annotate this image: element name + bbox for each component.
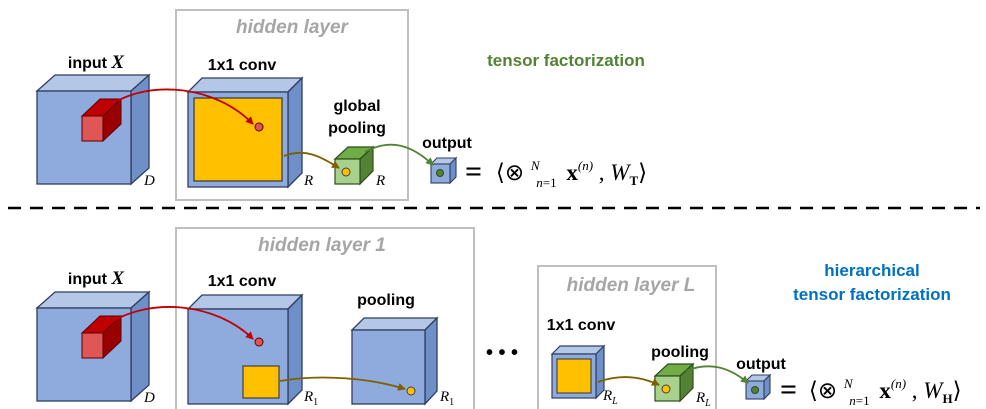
conv-l-label: 1x1 conv — [547, 317, 616, 334]
conv-l-feature-map — [556, 358, 592, 394]
pool-l-point — [661, 384, 671, 394]
input-label: input X — [68, 52, 126, 73]
top-formula: = ⟨⊗ N n=1 x(n) , WT⟩ — [465, 150, 647, 192]
conv-output-point — [254, 122, 264, 132]
pool-l-arrow — [597, 376, 660, 386]
bottom-pool-arrow — [279, 376, 406, 391]
bottom-dim-label-r1-conv: R1 — [303, 389, 318, 408]
pool-label-pooling: pooling — [328, 120, 386, 137]
pool-point — [341, 167, 351, 177]
bottom-pooling-cube — [350, 316, 439, 406]
bottom-pool-label: pooling — [357, 292, 415, 309]
equals-sign: = — [465, 155, 482, 188]
hierarchical-caption-line-2: tensor factorization — [793, 285, 951, 304]
bottom-conv-arrow — [111, 306, 254, 340]
bottom-conv-patch — [242, 365, 280, 399]
pool-arrow — [283, 151, 340, 169]
bottom-formula: = ⟨⊗ N n=1 x(n) , WH⟩ — [780, 368, 962, 409]
layer-ellipsis: • • • — [486, 342, 518, 364]
output-cube — [429, 156, 458, 185]
dim-label-d: D — [143, 173, 155, 189]
bottom-output-point — [751, 386, 759, 394]
hidden-layer-1-box — [175, 227, 475, 409]
bottom-conv-label: 1x1 conv — [208, 273, 277, 290]
bottom-receptive-field-cube — [80, 314, 123, 360]
conv-arrow — [111, 88, 254, 125]
bottom-dim-label-r1-pool: R1 — [439, 389, 454, 408]
input-variable: X — [110, 52, 125, 73]
pool-l-label: pooling — [651, 344, 709, 361]
output-label: output — [422, 135, 472, 152]
dim-label-r-conv: R — [303, 173, 313, 189]
bottom-input-label: input X — [68, 268, 126, 289]
output-point — [436, 169, 444, 177]
top-network: hidden layer input X D 1x1 conv R — [35, 9, 647, 201]
bottom-network: hidden layer 1 input X D 1x1 conv R1 p — [35, 227, 962, 409]
conv-l-cube — [550, 344, 606, 400]
tensor-factorization-caption: tensor factorization — [487, 51, 645, 70]
bottom-input-variable: X — [110, 268, 125, 289]
bottom-output-cube — [744, 373, 772, 401]
hidden-layer-box — [175, 9, 409, 201]
bottom-conv-point — [254, 337, 264, 347]
hidden-layer-l-title: hidden layer L — [567, 275, 696, 296]
bottom-pool-point — [406, 386, 416, 396]
bottom-dim-label-d: D — [143, 390, 155, 406]
hidden-layer-title: hidden layer — [236, 17, 350, 38]
bottom-output-arrow — [685, 365, 749, 384]
hierarchical-caption-line-1: hierarchical — [824, 261, 919, 280]
dim-label-rl-conv: RL — [602, 388, 618, 407]
dim-label-r-pool: R — [375, 173, 385, 189]
pool-label-global: global — [333, 98, 380, 115]
conv-label: 1x1 conv — [208, 57, 277, 74]
bottom-output-label: output — [736, 356, 786, 373]
output-arrow — [364, 143, 434, 166]
bottom-equals-sign: = — [780, 373, 797, 406]
hidden-layer-l-box — [537, 265, 717, 409]
hidden-layer-1-title: hidden layer 1 — [258, 235, 386, 256]
global-pooling-cube — [333, 145, 375, 186]
dim-label-rl-pool: RL — [695, 390, 711, 409]
bottom-conv-cube — [186, 293, 304, 406]
